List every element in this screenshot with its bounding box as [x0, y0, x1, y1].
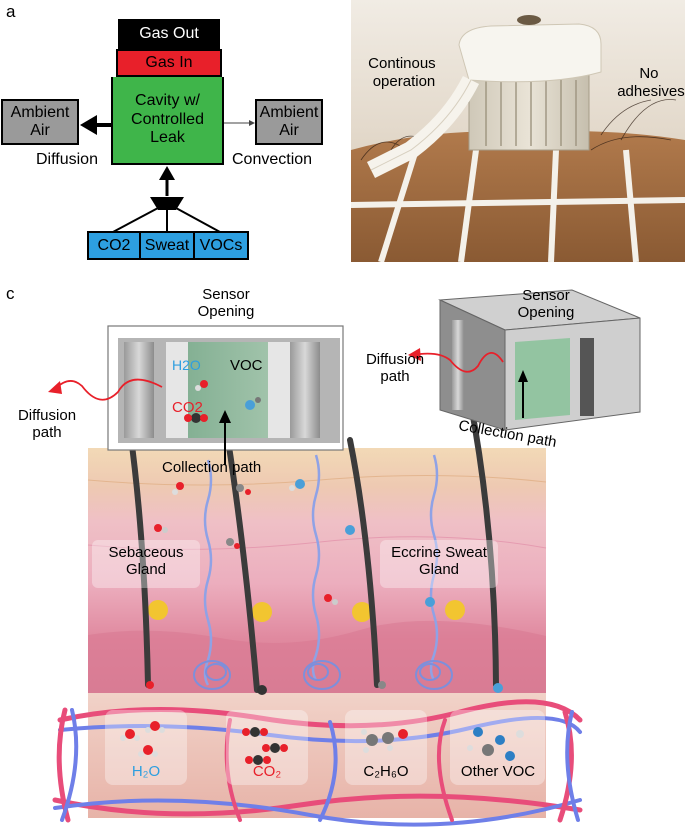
diffusion-arrow-head [80, 115, 97, 135]
other-voc-molecules [467, 727, 524, 761]
device-ribs [485, 80, 577, 146]
convection-label: Convection [232, 151, 313, 168]
sensor-slot-left [166, 342, 188, 438]
device-photo: Continous operation No adhesives [351, 0, 685, 262]
sensor-port [517, 15, 541, 25]
ambient-air-left-label: Ambient Air [10, 104, 70, 139]
sensor-3d [408, 289, 641, 431]
layer-boundary-2 [87, 536, 547, 550]
continuous-operation-label: Continous operation [368, 55, 440, 90]
source-vocs-box: VOCs [195, 231, 249, 260]
box-co2-label: CO2 [172, 399, 203, 416]
gas-out-label: Gas Out [139, 25, 199, 42]
sensor-wall-right [290, 342, 320, 438]
vocs-link [175, 207, 221, 233]
collection-arrow-head [219, 410, 231, 423]
sweat-ducts [203, 454, 439, 686]
device-body [468, 69, 590, 151]
gas-in-label: Gas In [145, 54, 193, 71]
diffusion-path-right-label: Diffusion path [365, 351, 425, 385]
box-molecules [184, 380, 261, 423]
adhesive-free-grid [351, 149, 685, 262]
molecule-ethanol-label: C₂H₆O [363, 763, 409, 780]
source-sweat-box: Sweat [141, 231, 195, 260]
diffusion-label: Diffusion [36, 151, 98, 168]
ambient-air-left-box: Ambient Air [1, 99, 79, 145]
no-adhesives-line-2: adhesives [617, 83, 685, 100]
convection-arrow-head [249, 120, 255, 126]
continuous-line-2: operation [373, 73, 436, 90]
hair-strands [360, 99, 677, 161]
eccrine-label-bg [380, 540, 498, 588]
no-adhesives-label: No adhesives [617, 65, 685, 100]
box-voc-label: VOC [230, 357, 263, 374]
skin-surface [351, 131, 685, 262]
diffusion-arrow-left [48, 381, 62, 394]
co2-molecules [242, 727, 288, 765]
sensor-wall-left [124, 342, 154, 438]
sweat-coils [193, 660, 453, 690]
diffusing-molecules [146, 479, 503, 695]
sensor-slot-right [268, 342, 290, 438]
gas-in-box: Gas In [116, 49, 222, 77]
molecule-co2-label: CO₂ [252, 763, 282, 780]
sebaceous-glands [148, 600, 465, 622]
ethanol-molecule [361, 729, 408, 753]
cavity-box: Cavity w/ Controlled Leak [111, 77, 224, 165]
funnel-shape [150, 197, 184, 210]
molecule-h2o-label: H₂O [131, 763, 161, 780]
collection-path-label: Collection path [162, 459, 262, 476]
panel-c-letter: c [6, 284, 15, 303]
device-cap [458, 23, 602, 83]
box-h2o-label: H2O [172, 357, 201, 373]
sensor-opening-3d-label: Sensor Opening [517, 287, 575, 321]
molecule-other-voc-label: Other VOC [460, 763, 536, 780]
diffusion-path-curve-left [55, 378, 163, 401]
skin-cross-section [48, 289, 641, 827]
source-sweat-label: Sweat [144, 236, 190, 254]
cavity-label: Cavity w/ Controlled Leak [131, 92, 204, 147]
panel-a-letter: a [6, 2, 16, 21]
gas-out-box: Gas Out [118, 19, 220, 49]
source-co2-label: CO2 [97, 236, 131, 254]
hair-follicles [127, 397, 499, 693]
molecule-panels [105, 710, 545, 785]
diffusion-path-left-label: Diffusion path [17, 407, 77, 441]
continuous-line-1: Continous [368, 55, 436, 72]
co2-link [112, 207, 159, 233]
source-vocs-label: VOCs [199, 236, 243, 254]
ambient-air-right-label: Ambient Air [259, 104, 319, 139]
source-co2-box: CO2 [87, 231, 141, 260]
ambient-air-right-box: Ambient Air [255, 99, 323, 145]
sebaceous-label-bg [92, 540, 200, 588]
outlet-tube-edge [370, 79, 472, 171]
sebaceous-gland-label: Sebaceous Gland [108, 544, 184, 578]
eccrine-sweat-gland-label: Eccrine Sweat Gland [391, 544, 487, 578]
supply-arrow-head [159, 166, 175, 180]
h2o-molecules [120, 721, 165, 757]
no-adhesives-line-1: No [639, 65, 658, 82]
panel-a-arrows [80, 115, 255, 233]
sensor-opening-label: Sensor Opening [197, 286, 255, 320]
